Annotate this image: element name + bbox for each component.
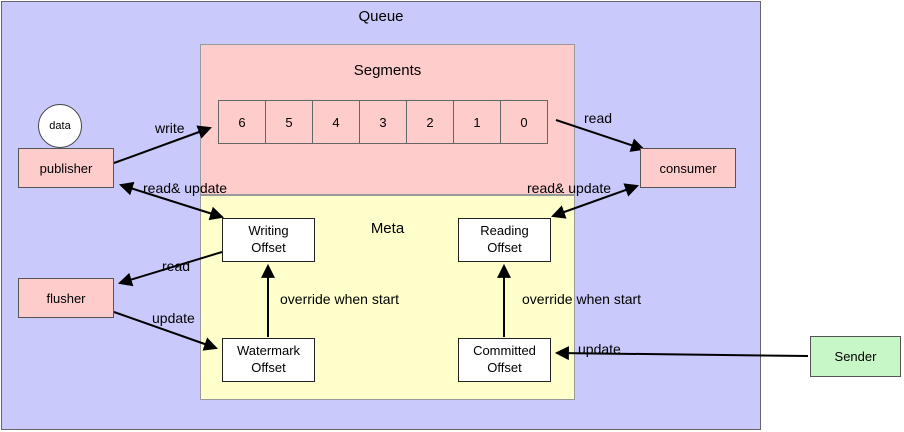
segment-cell: 1: [453, 100, 501, 144]
committed-offset-label: Committed Offset: [473, 343, 536, 375]
watermark-offset-node: Watermark Offset: [222, 338, 315, 382]
segment-cell-row: 6 5 4 3 2 1 0: [218, 100, 548, 144]
sender-node: Sender: [810, 336, 901, 377]
data-node: data: [38, 104, 82, 148]
segment-cell: 2: [406, 100, 454, 144]
edge-label-override-writing: override when start: [280, 291, 400, 307]
reading-offset-node: Reading Offset: [458, 218, 551, 262]
meta-title: Meta: [370, 220, 405, 237]
segments-title: Segments: [353, 62, 422, 79]
segment-cell: 4: [312, 100, 360, 144]
watermark-offset-label: Watermark Offset: [236, 343, 301, 375]
edge-label-flusher-update: update: [152, 310, 195, 326]
edge-label-read-consumer: read: [584, 110, 613, 126]
reading-offset-label: Reading Offset: [480, 223, 529, 255]
edge-label-publisher-meta: read& update: [143, 180, 228, 196]
edge-label-write: write: [155, 120, 185, 136]
edge-label-consumer-meta: read& update: [527, 180, 612, 196]
segment-cell: 5: [265, 100, 313, 144]
segment-cell: 0: [500, 100, 548, 144]
writing-offset-label: Writing Offset: [248, 223, 289, 255]
writing-offset-node: Writing Offset: [222, 218, 315, 262]
committed-offset-node: Committed Offset: [458, 338, 551, 382]
edge-label-override-reading: override when start: [522, 291, 642, 307]
queue-title: Queue: [358, 8, 404, 25]
publisher-node: publisher: [18, 148, 114, 188]
segment-cell: 3: [359, 100, 407, 144]
edge-label-sender-update: update: [578, 341, 621, 357]
consumer-node: consumer: [640, 148, 736, 188]
flusher-node: flusher: [18, 278, 114, 318]
edge-label-flusher-read: read: [162, 258, 191, 274]
segment-cell: 6: [218, 100, 266, 144]
